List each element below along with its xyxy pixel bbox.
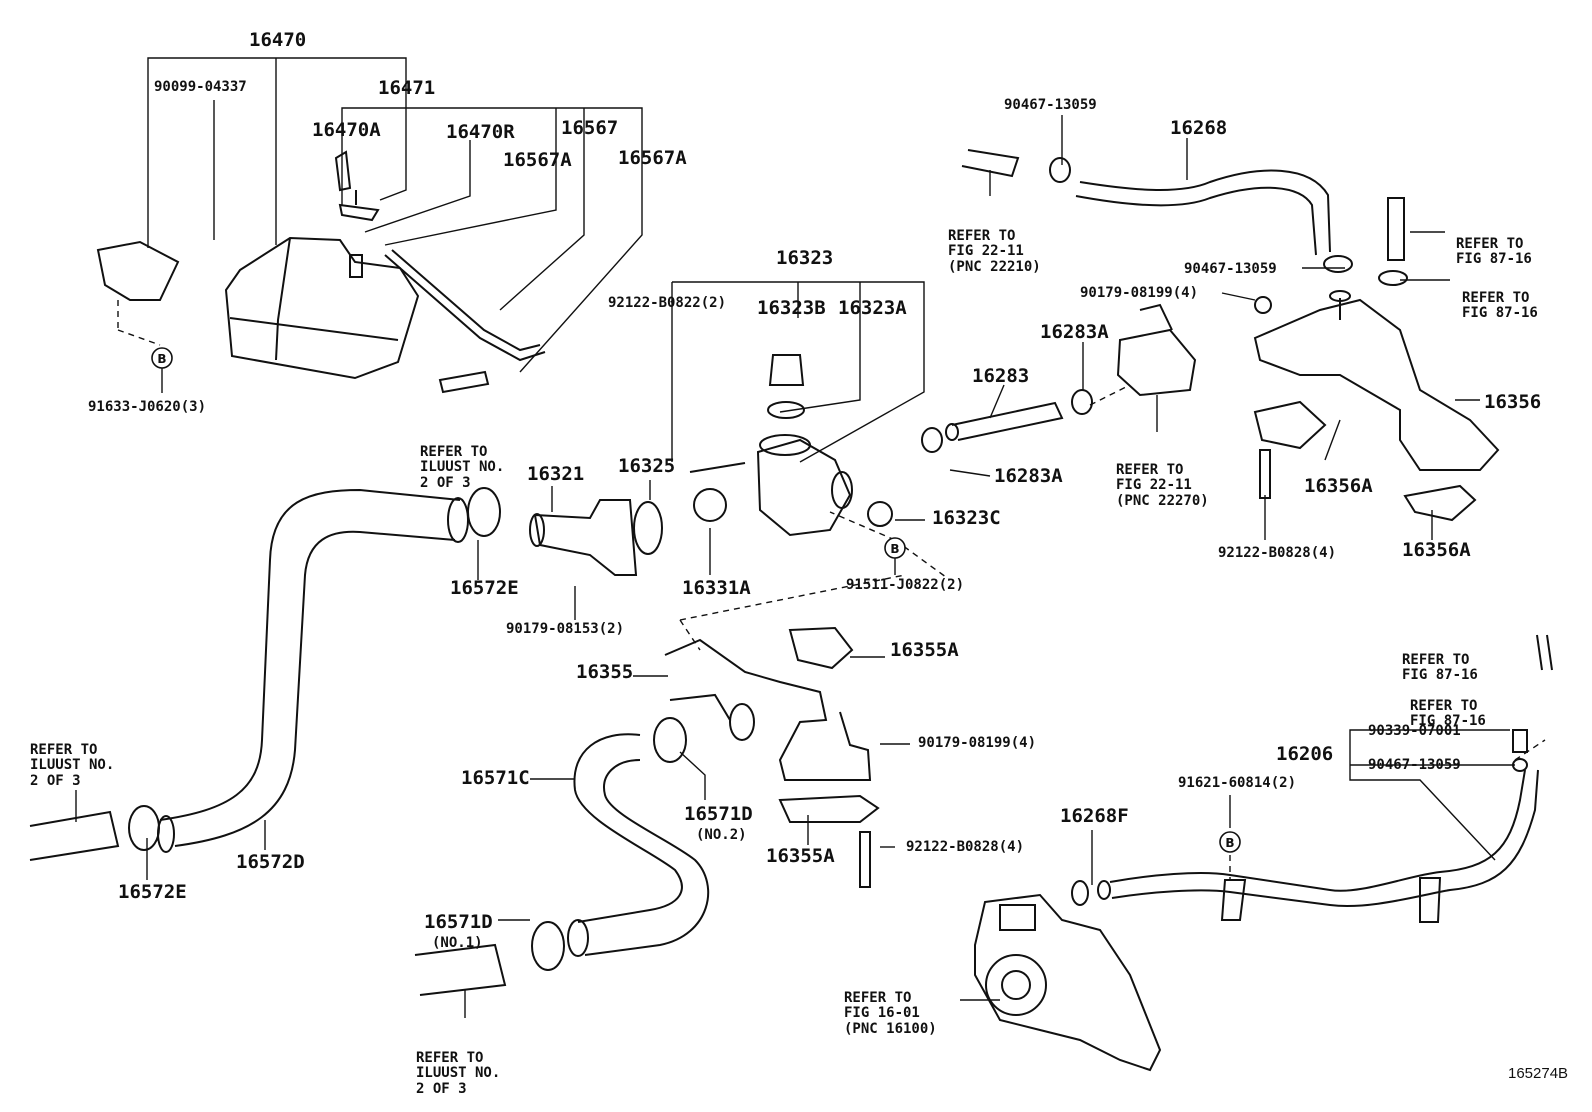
label-16571D-1: 16571D bbox=[424, 911, 493, 933]
label-16331A: 16331A bbox=[682, 577, 751, 599]
label-16571C: 16571C bbox=[461, 767, 530, 789]
label-16470A: 16470A bbox=[312, 119, 381, 141]
label-91511-J0822: 91511-J0822(2) bbox=[846, 577, 965, 593]
label-92122-B0828-b: 92122-B0828(4) bbox=[906, 839, 1025, 855]
label-16572E-1: 16572E bbox=[450, 577, 519, 599]
label-16567A-1: 16567A bbox=[503, 149, 572, 171]
label-16356A-2: 16356A bbox=[1402, 539, 1471, 561]
label-91621-60814: 91621-60814(2) bbox=[1178, 775, 1297, 791]
label-16325: 16325 bbox=[618, 455, 676, 477]
label-16283A-1: 16283A bbox=[1040, 321, 1109, 343]
label-16323A: 16323A bbox=[838, 297, 907, 319]
label-90179-08199-b: 90179-08199(4) bbox=[918, 735, 1037, 751]
label-16572D: 16572D bbox=[236, 851, 305, 873]
label-90179-08153: 90179-08153(2) bbox=[506, 621, 625, 637]
label-16323B: 16323B bbox=[757, 297, 826, 319]
label-16470R: 16470R bbox=[446, 121, 515, 143]
label-90467-13059-b: 90467-13059 bbox=[1184, 261, 1277, 277]
label-16471: 16471 bbox=[378, 77, 436, 99]
label-90099-04337: 90099-04337 bbox=[154, 79, 247, 95]
label-16355: 16355 bbox=[576, 661, 634, 683]
label-16470: 16470 bbox=[249, 29, 307, 51]
label-16356A-1: 16356A bbox=[1304, 475, 1373, 497]
label-16323C: 16323C bbox=[932, 507, 1001, 529]
label-90179-08199-a: 90179-08199(4) bbox=[1080, 285, 1199, 301]
label-90467-13059-a: 90467-13059 bbox=[1004, 97, 1097, 113]
part-outlines bbox=[29, 149, 1553, 1072]
label-16571D-2: 16571D bbox=[684, 803, 753, 825]
label-16567: 16567 bbox=[561, 117, 619, 139]
diagram-code: 165274B bbox=[1508, 1065, 1569, 1082]
label-16355A-2: 16355A bbox=[766, 845, 835, 867]
label-16572E-2: 16572E bbox=[118, 881, 187, 903]
label-16567A-2: 16567A bbox=[618, 147, 687, 169]
label-92122-B0828-a: 92122-B0828(4) bbox=[1218, 545, 1337, 561]
label-91633-J0620: 91633-J0620(3) bbox=[88, 399, 207, 415]
label-90339-07001: 90339-07001 bbox=[1368, 723, 1461, 739]
label-16268F: 16268F bbox=[1060, 805, 1129, 827]
label-16356: 16356 bbox=[1484, 391, 1542, 413]
label-16355A-1: 16355A bbox=[890, 639, 959, 661]
label-16321: 16321 bbox=[527, 463, 585, 485]
label-16268: 16268 bbox=[1170, 117, 1228, 139]
label-92122-B0822: 92122-B0822(2) bbox=[608, 295, 727, 311]
label-16571D-no1: (NO.1) bbox=[432, 935, 483, 951]
leader-lines bbox=[75, 57, 1546, 1018]
label-16206: 16206 bbox=[1276, 743, 1334, 765]
label-16323: 16323 bbox=[776, 247, 834, 269]
label-16571D-no2: (NO.2) bbox=[696, 827, 747, 843]
label-90467-13059-c: 90467-13059 bbox=[1368, 757, 1461, 773]
label-16283A-2: 16283A bbox=[994, 465, 1063, 487]
label-16283: 16283 bbox=[972, 365, 1030, 387]
